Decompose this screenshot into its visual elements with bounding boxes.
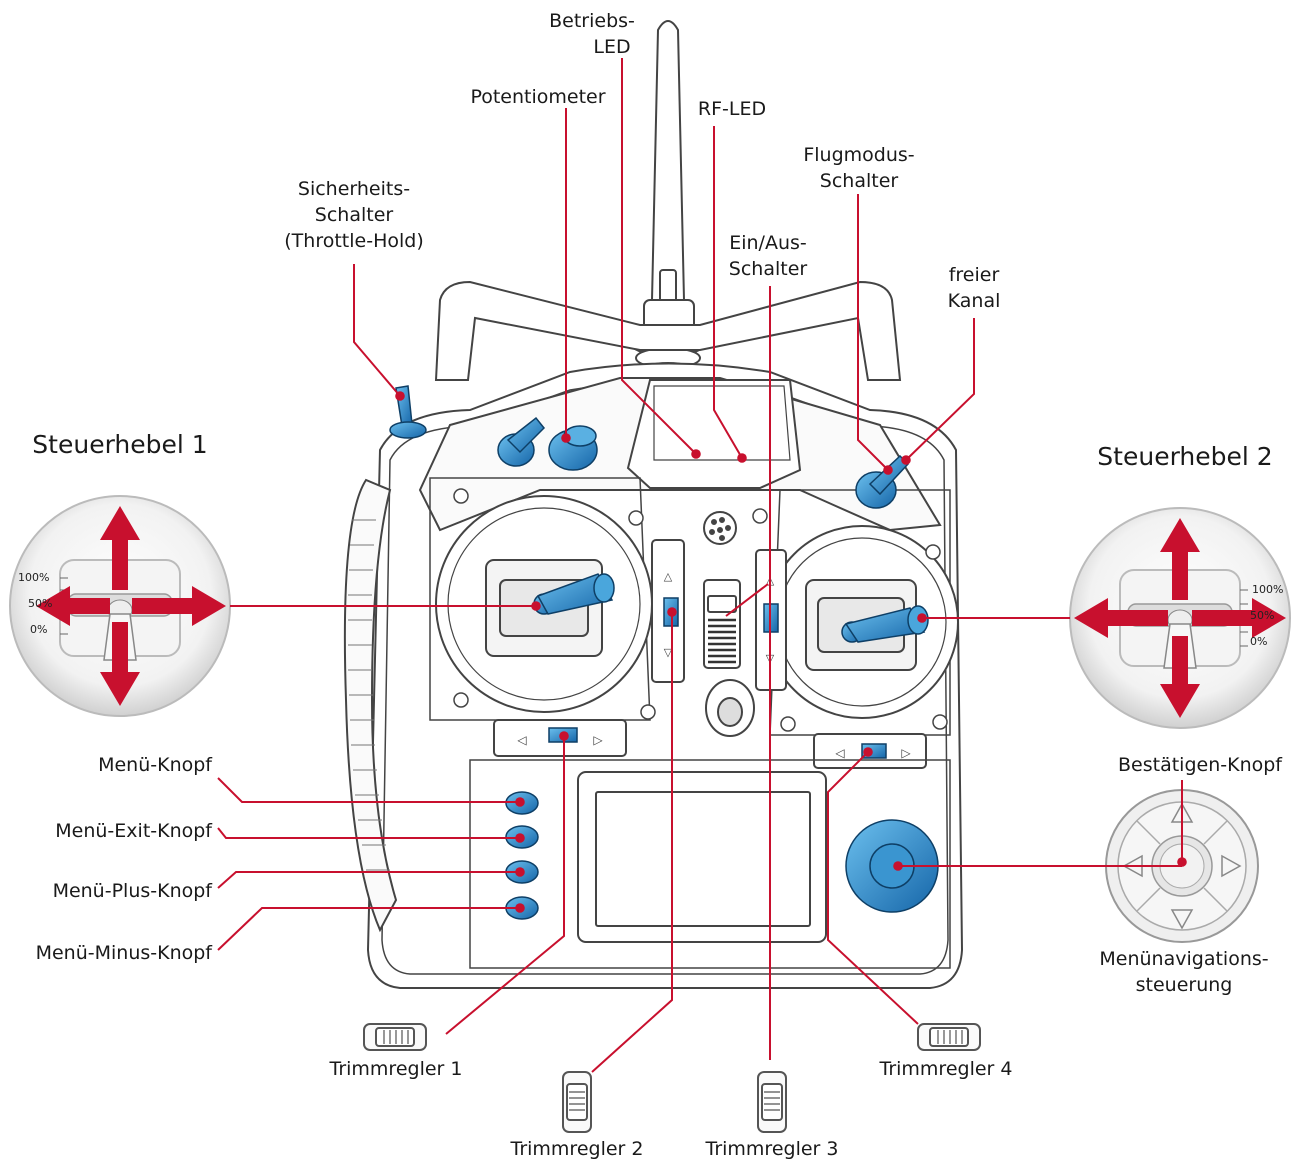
stick1-scale-50: 50% [28,598,52,610]
svg-text:◁: ◁ [834,746,844,760]
stick1-scale-0: 0% [30,624,47,636]
trim-1-thumb [364,1024,426,1050]
svg-text:▷: ▷ [593,733,603,747]
label-sicherheit-line2: Schalter [284,202,423,228]
svg-text:▷: ▷ [901,746,911,760]
stick1-scale-100: 100% [18,572,49,584]
label-trimm-4: Trimmregler 4 [880,1056,1013,1082]
label-trimm-1: Trimmregler 1 [330,1056,463,1082]
label-steuerhebel-2: Steuerhebel 2 [1097,442,1272,472]
label-ein-aus: Ein/Aus- Schalter [729,230,807,282]
label-menu-knopf: Menü-Knopf [98,752,212,778]
label-menu-exit: Menü-Exit-Knopf [55,818,212,844]
stick2-scale-0: 0% [1250,636,1267,648]
label-menunav-line2: steuerung [1099,972,1268,998]
label-sicherheit-line1: Sicherheits- [284,176,423,202]
label-betriebs-led-line2: LED [549,34,635,60]
label-ein-aus-line2: Schalter [729,256,807,282]
svg-text:◁: ◁ [516,733,526,747]
label-freier-kanal: freier Kanal [948,262,1001,314]
label-ein-aus-line1: Ein/Aus- [729,230,807,256]
trim-3-thumb [758,1072,786,1132]
stick2-scale-50: 50% [1250,610,1274,622]
callout-sicherheit [354,264,400,396]
label-sicherheit: Sicherheits- Schalter (Throttle-Hold) [284,176,423,254]
trim-2-thumb [563,1072,591,1132]
label-betriebs-led-line1: Betriebs- [549,8,635,34]
label-sicherheit-line3: (Throttle-Hold) [284,228,423,254]
label-menunav-line1: Menünavigations- [1099,946,1268,972]
label-flugmodus-line2: Schalter [803,168,914,194]
label-menu-minus: Menü-Minus-Knopf [36,940,212,966]
label-steuerhebel-1: Steuerhebel 1 [32,430,207,460]
label-menu-plus: Menü-Plus-Knopf [53,878,212,904]
label-betriebs-led: Betriebs- LED [549,8,635,60]
label-flugmodus: Flugmodus- Schalter [803,142,914,194]
label-rf-led: RF-LED [698,96,766,122]
label-potentiometer: Potentiometer [470,84,605,110]
label-bestaetigen: Bestätigen-Knopf [1118,752,1282,778]
svg-text:△: △ [664,570,673,583]
label-freier-kanal-line1: freier [948,262,1001,288]
label-freier-kanal-line2: Kanal [948,288,1001,314]
label-trimm-3: Trimmregler 3 [706,1136,839,1162]
stick2-scale-100: 100% [1252,584,1283,596]
label-trimm-2: Trimmregler 2 [511,1136,644,1162]
label-menunav: Menünavigations- steuerung [1099,946,1268,998]
trim-4-thumb [918,1024,980,1050]
label-flugmodus-line1: Flugmodus- [803,142,914,168]
